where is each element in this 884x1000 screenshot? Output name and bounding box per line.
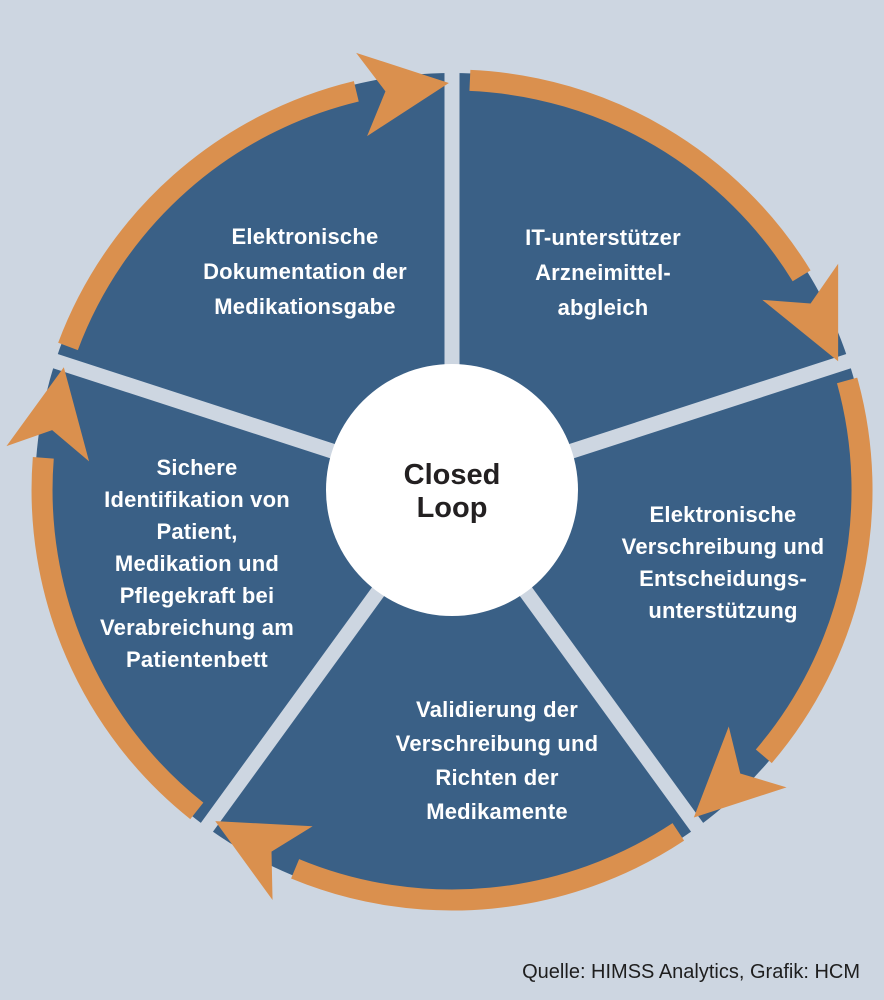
divider-lower-right [510,574,711,843]
segment-label-line: Richten der [435,765,559,790]
ring-arc-top-right [469,69,811,282]
segment-label-line: Sichere [156,455,238,480]
segment-label-line: unterstützung [648,598,798,623]
segment-label-line: Medikamente [426,799,568,824]
segment-label-line: Pflegekraft bei [119,583,275,608]
center-hub-label: Closed Loop [352,459,552,525]
center-hub-circle [326,364,578,616]
ring-arc-bottom [291,823,685,911]
segment-label-line: Dokumentation der [203,259,407,284]
center-label-line: Closed [403,459,501,491]
segment-label-line: abgleich [557,295,649,320]
cycle-arrow-icon [215,821,313,901]
segment-label-line: Entscheidungs- [639,566,807,591]
cycle-arrow-icon [356,52,449,137]
segment-label-line: Verschreibung und [395,731,599,756]
segment-label-line: Patient, [156,519,238,544]
segment-label-elektronische-verschreibung: Elektronische Verschreibung und Entschei… [581,499,865,627]
segment-label-line: Validierung der [416,697,578,722]
cycle-arrow-icon [762,263,839,362]
segment-label-line: Patientenbett [126,647,268,672]
segment-label-line: Verabreichung am [100,615,294,640]
segment-label-line: Medikation und [114,551,280,576]
segment-label-it-unterstuetzter-arzneimittelabgleich: IT-unterstützer Arzneimittel- abgleich [460,220,746,325]
ring-arc-left [31,456,204,820]
ring-arc-right [755,377,873,764]
segment-label-line: Verschreibung und [621,534,825,559]
segment-label-line: IT-unterstützer [525,225,681,250]
ring-arc-top-left [58,81,359,351]
cycle-arrow-icon [693,726,787,818]
segment-label-line: Elektronische [649,502,797,527]
divider-upper-left [40,349,350,464]
divider-lower-left [193,574,394,843]
segment-label-validierung-der-verschreibung: Validierung der Verschreibung und Richte… [355,693,639,829]
arrow-ring [31,69,873,911]
divider-upper-right [554,349,864,464]
cycle-arrowheads [6,52,839,901]
cycle-arrow-icon [6,367,90,462]
segment-label-line: Arzneimittel- [535,260,671,285]
center-label-line: Loop [416,492,488,524]
segment-label-sichere-identifikation: Sichere Identifikation von Patient, Medi… [55,452,339,676]
segment-label-line: Identifikation von [104,487,290,512]
segment-label-line: Medikationsgabe [214,294,396,319]
segment-dividers [40,60,864,843]
source-caption: Quelle: HIMSS Analytics, Grafik: HCM [522,961,860,983]
segment-label-line: Elektronische [231,224,379,249]
segment-label-elektronische-dokumentation: Elektronische Dokumentation der Medikati… [160,219,450,324]
